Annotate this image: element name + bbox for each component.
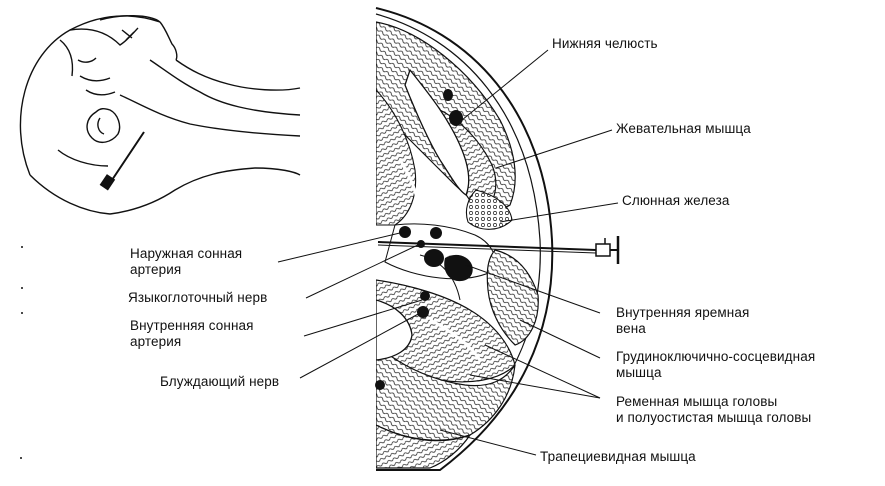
label-internal-jugular-vein: Внутренняя яремная вена — [616, 305, 750, 336]
label-salivary-gland: Слюнная железа — [622, 193, 730, 208]
label-mandible: Нижняя челюсть — [552, 36, 658, 51]
artifact-marks — [20, 246, 23, 459]
label-trapezius: Трапециевидная мышца — [540, 449, 696, 464]
vessels — [375, 89, 473, 390]
label-glossopharyngeal-nerve: Языкоглоточный нерв — [128, 290, 268, 305]
leader-lines — [277, 49, 619, 456]
label-vagus-nerve: Блуждающий нерв — [160, 374, 280, 389]
needle-on-head — [99, 131, 145, 191]
label-splenius-semispinalis: Ременная мышца головы и полуостистая мыш… — [616, 394, 812, 425]
label-internal-carotid-artery: Внутренняя сонная артерия — [130, 318, 254, 349]
label-sternocleidomastoid: Грудиноключично-сосцевидная мышца — [616, 349, 816, 380]
label-external-carotid-artery: Наружная сонная артерия — [130, 246, 243, 277]
label-masseter: Жевательная мышца — [616, 121, 751, 136]
neck-cross-section — [20, 7, 620, 471]
patient-head-illustration — [19, 15, 301, 215]
